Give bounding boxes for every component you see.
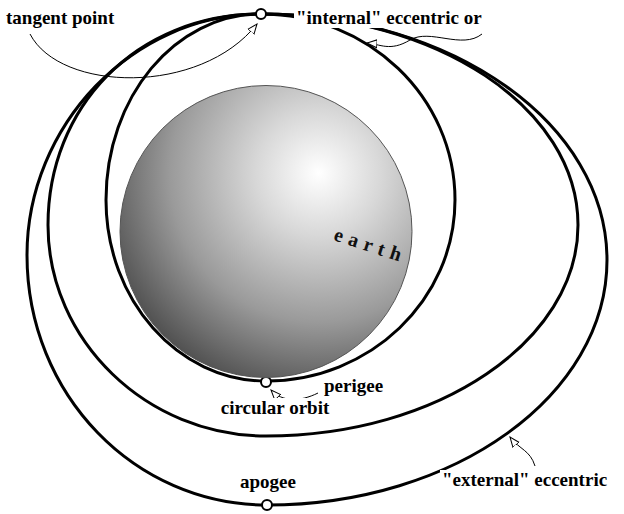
- orbit-label: tangent point: [4, 8, 116, 28]
- leader-line: [30, 24, 257, 78]
- orbit-point: [261, 377, 271, 387]
- orbit-label: "external" eccentric: [440, 470, 609, 490]
- earth-outline: [119, 84, 413, 379]
- leader-line: [367, 34, 482, 47]
- external-orbit: [27, 14, 607, 505]
- earth-sphere: earth: [119, 84, 413, 379]
- orbit-label: apogee: [238, 472, 298, 492]
- orbit-point: [256, 9, 266, 19]
- orbit-label: "internal" eccentric or: [294, 8, 484, 28]
- orbit-label: perigee: [322, 376, 385, 396]
- leader-line: [510, 437, 535, 466]
- orbit-label: circular orbit: [219, 398, 332, 418]
- internal-orbit: [106, 14, 455, 381]
- orbit-point: [262, 500, 272, 510]
- earth-disc: [120, 86, 412, 378]
